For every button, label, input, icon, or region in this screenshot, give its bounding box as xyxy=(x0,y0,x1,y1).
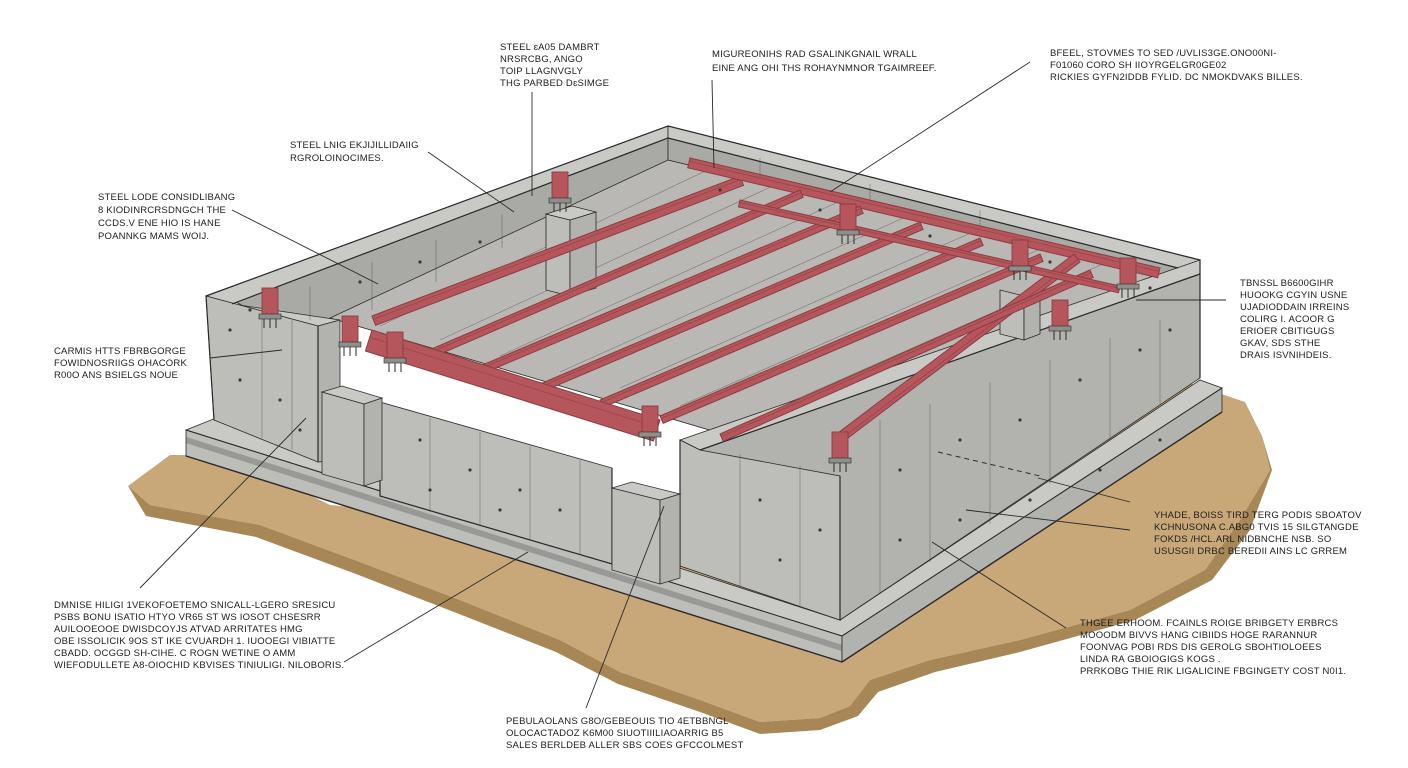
anchor-dot xyxy=(1098,468,1102,472)
beam-back-right xyxy=(687,157,1161,279)
anchor-dot xyxy=(1158,438,1162,442)
anchor-dot xyxy=(818,208,822,212)
label-damise: DMNISE HILIGI 1VEKOFOETEMO SNICALL-LGERO… xyxy=(54,600,344,671)
beam-bracket xyxy=(258,287,282,328)
beam-bracket xyxy=(638,405,662,446)
beam-bracket xyxy=(338,315,362,356)
leader-damise-1 xyxy=(139,417,307,589)
anchor-bolt-dots xyxy=(228,188,1172,562)
leader-steel-stone xyxy=(829,61,1031,193)
soil-front-edge xyxy=(128,436,1272,734)
anchor-dot xyxy=(558,508,562,512)
label-reinforcing-beam: MIGUREONIHS RAD GSALINKGNAIL WRALL EINE … xyxy=(712,49,937,74)
anchor-dot xyxy=(1148,286,1152,290)
anchor-dot xyxy=(248,308,252,312)
label-steel-ring: STEEL LNIG EKJIJILLIDAIIG RGROLOINOCIMES… xyxy=(290,140,422,164)
anchor-dot xyxy=(518,488,522,492)
steel-beams xyxy=(364,157,1161,445)
pier-front-left xyxy=(320,385,384,487)
beam-bracket xyxy=(1048,299,1072,340)
beam-brackets xyxy=(258,171,1140,472)
anchor-dot xyxy=(418,260,422,264)
beam-back-left xyxy=(371,175,745,326)
leader-reinforcing-beam xyxy=(711,79,715,169)
panel-seams xyxy=(261,158,1161,606)
anchor-dot xyxy=(898,468,902,472)
anchor-dot xyxy=(498,508,502,512)
anchor-dot xyxy=(958,518,962,522)
beam-bracket xyxy=(548,171,572,212)
leader-three xyxy=(931,541,1067,629)
label-three: THGEE ERHOOM. FCAINLS ROIGE BRIBGETY ERB… xyxy=(1080,618,1346,677)
leader-pebulaos xyxy=(585,505,665,709)
label-tensile-right: TBNSSL B6600GIHR HUOOKG CGYIN USNE UJADI… xyxy=(1240,278,1352,361)
footing-plinth xyxy=(184,379,1223,663)
anchor-dot xyxy=(758,498,762,502)
beam-bracket xyxy=(383,331,407,372)
beam-bracket xyxy=(1116,257,1140,298)
anchor-dot xyxy=(958,438,962,442)
label-steel-top-damper: STEEL ɛA05 DAMBRT NRSRCBG, ANGO TOIP LLA… xyxy=(500,42,609,89)
label-steel-stone: BFEEL, STOVMES TO SED /UVLIS3GE.ONO00NI-… xyxy=(1050,48,1303,83)
anchor-dot xyxy=(898,538,902,542)
leader-lines xyxy=(139,61,1226,709)
label-yhade: YHADE, BOISS TIRD TERG PODIS SBOATOV KCH… xyxy=(1154,510,1364,557)
beam-bracket xyxy=(836,203,860,244)
anchor-dot xyxy=(778,558,782,562)
anchor-dot xyxy=(818,528,822,532)
beam-bracket xyxy=(828,431,852,472)
anchor-dot xyxy=(1138,348,1142,352)
label-steel-lode: STEEL LODE CONSIDLIBANG 8 KIODINRCRSDNGC… xyxy=(98,192,238,242)
anchor-dot xyxy=(418,438,422,442)
anchor-dot xyxy=(358,280,362,284)
anchor-dot xyxy=(1018,418,1022,422)
anchor-dot xyxy=(468,468,472,472)
anchor-dot xyxy=(278,398,282,402)
anchor-dot xyxy=(478,240,482,244)
anchor-dot xyxy=(928,234,932,238)
anchor-dot xyxy=(1078,378,1082,382)
beam-bracket xyxy=(1008,239,1032,280)
joist-6 xyxy=(719,269,1094,442)
anchor-dot xyxy=(1048,260,1052,264)
label-carmis: CARMIS HTTS FBRBGORGE FOWIDNOSRIIGS OHAC… xyxy=(54,346,190,381)
leader-steel-ring xyxy=(427,151,515,213)
label-pebulaos: PEBULAOLANS G8O/GEBEOUIS TIO 4ETBBNGL OL… xyxy=(506,716,743,751)
anchor-dot xyxy=(298,428,302,432)
anchor-dot xyxy=(1028,498,1032,502)
joist-5 xyxy=(659,253,1044,425)
anchor-dot xyxy=(718,188,722,192)
anchor-dot xyxy=(228,328,232,332)
anchor-dot xyxy=(1168,328,1172,332)
support-piers xyxy=(320,205,1041,585)
pier-front-center xyxy=(610,481,682,585)
anchor-dot xyxy=(428,488,432,492)
leader-yhade-1 xyxy=(1037,477,1131,503)
anchor-dot xyxy=(238,378,242,382)
leader-damise-2 xyxy=(343,551,529,663)
leader-steel-lode xyxy=(231,209,379,285)
leader-yhade-2 xyxy=(965,509,1131,531)
callout-labels: STEEL ɛA05 DAMBRT NRSRCBG, ANGO TOIP LLA… xyxy=(54,42,1364,751)
beam-front-girder xyxy=(364,329,661,442)
leader-carmis xyxy=(209,349,283,359)
